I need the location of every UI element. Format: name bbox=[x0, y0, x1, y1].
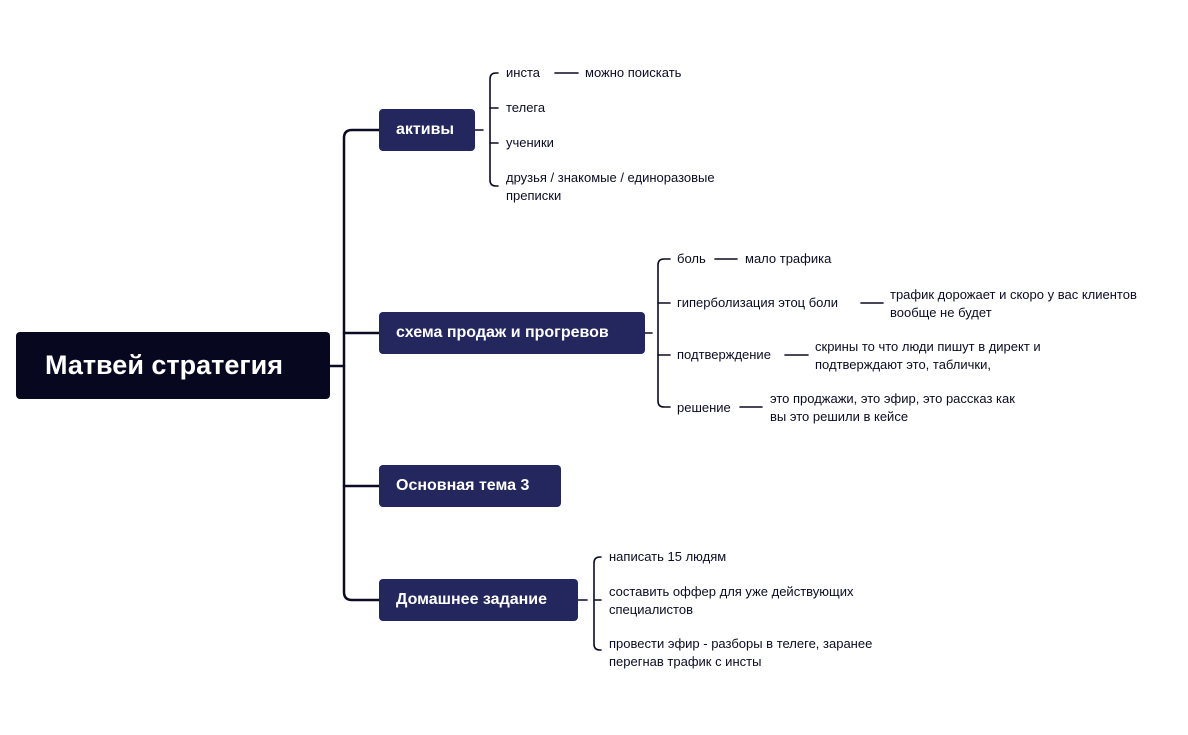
note-pain[interactable]: мало трафика bbox=[745, 251, 832, 266]
note-insta[interactable]: можно поискать bbox=[585, 65, 682, 80]
subtopic-pain[interactable]: боль bbox=[677, 251, 706, 266]
subtopic-insta[interactable]: инста bbox=[506, 65, 540, 80]
task-write-15[interactable]: написать 15 людям bbox=[609, 549, 727, 564]
subtopic-confirmation[interactable]: подтверждение bbox=[677, 347, 771, 362]
topic-label: Домашнее задание bbox=[396, 591, 548, 608]
topic-assets[interactable]: активы bbox=[379, 109, 475, 151]
topic-label: схема продаж и прогревов bbox=[396, 324, 609, 341]
topic-label: активы bbox=[396, 121, 455, 138]
topic-sales-scheme[interactable]: схема продаж и прогревов bbox=[379, 312, 645, 354]
subtopic-telega[interactable]: телега bbox=[506, 100, 546, 115]
topic-label: Основная тема 3 bbox=[396, 477, 530, 494]
task-live-stream[interactable]: провести эфир - разборы в телеге, заране… bbox=[609, 636, 873, 669]
subtopic-hyperbolization[interactable]: гиперболизация этоц боли bbox=[677, 295, 838, 310]
topic-homework[interactable]: Домашнее задание bbox=[379, 579, 578, 621]
root-title: Матвей стратегия bbox=[45, 350, 284, 380]
subtopic-solution[interactable]: решение bbox=[677, 400, 731, 415]
root-node[interactable]: Матвей стратегия bbox=[16, 332, 330, 399]
subtopic-students[interactable]: ученики bbox=[506, 135, 554, 150]
topic-main-3[interactable]: Основная тема 3 bbox=[379, 465, 561, 507]
